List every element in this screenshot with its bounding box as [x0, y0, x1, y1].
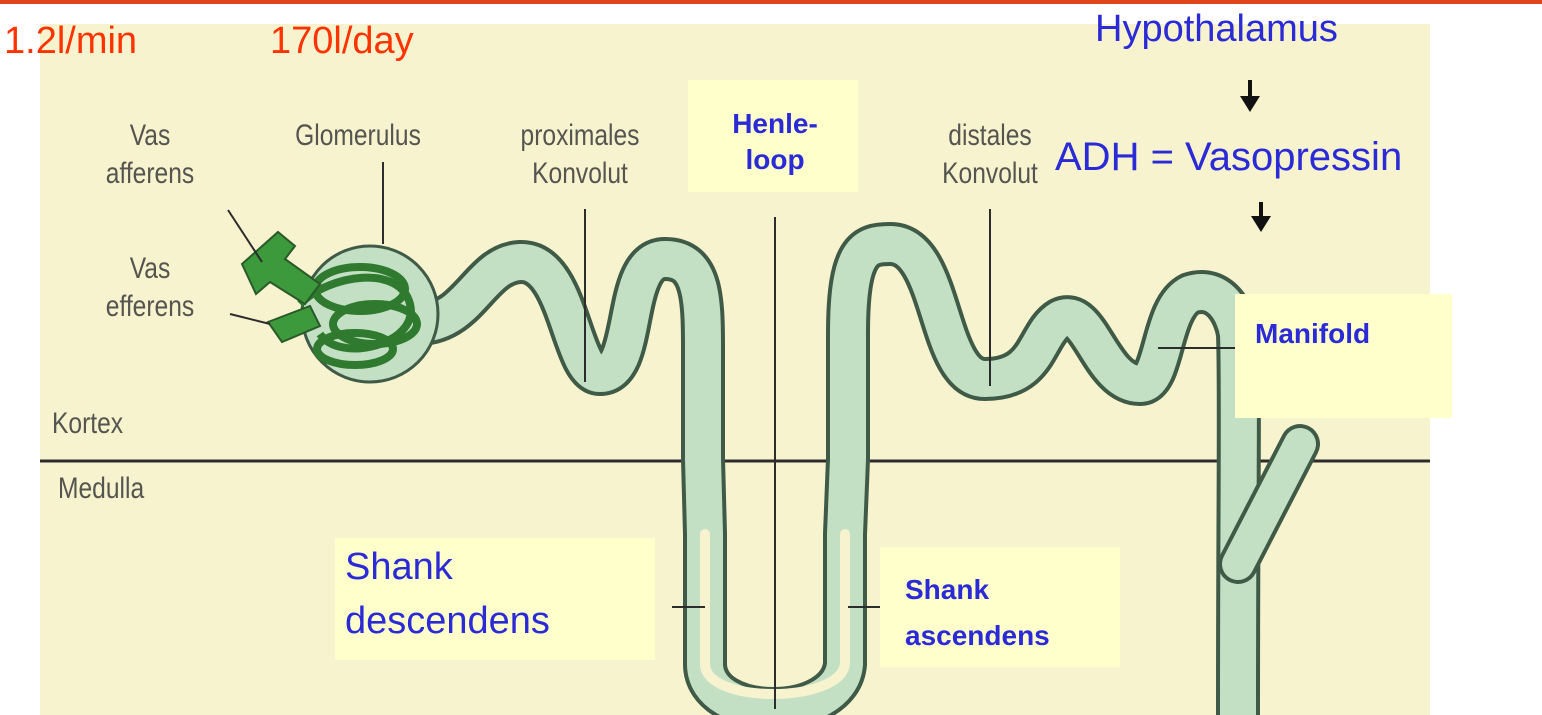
distal-convolution-label: distales Konvolut: [896, 117, 1085, 193]
arrow-down-icon: [1248, 80, 1252, 98]
shank-ascendens-label: Shank ascendens: [905, 567, 1050, 659]
hypothalamus-label: Hypothalamus: [1095, 8, 1338, 51]
glomerulus-label: Glomerulus: [268, 117, 448, 155]
manifold-box: [1235, 294, 1452, 418]
kortex-label: Kortex: [52, 405, 150, 443]
medulla-label: Medulla: [58, 470, 181, 508]
manifold-label: Manifold: [1255, 316, 1370, 352]
adh-vasopressin-label: ADH = Vasopressin: [1055, 135, 1402, 180]
vas-efferens-label: Vas efferens: [64, 250, 236, 326]
vas-afferens-label: Vas afferens: [64, 117, 236, 193]
proximal-convolution-label: proximales Konvolut: [482, 117, 679, 193]
flow-rate-per-minute: 1.2l/min: [4, 20, 137, 63]
shank-descendens-label: Shank descendens: [345, 540, 550, 648]
henle-loop-label: Henle- loop: [700, 106, 850, 178]
flow-rate-per-day: 170l/day: [270, 20, 414, 63]
arrow-down-icon: [1259, 202, 1263, 218]
